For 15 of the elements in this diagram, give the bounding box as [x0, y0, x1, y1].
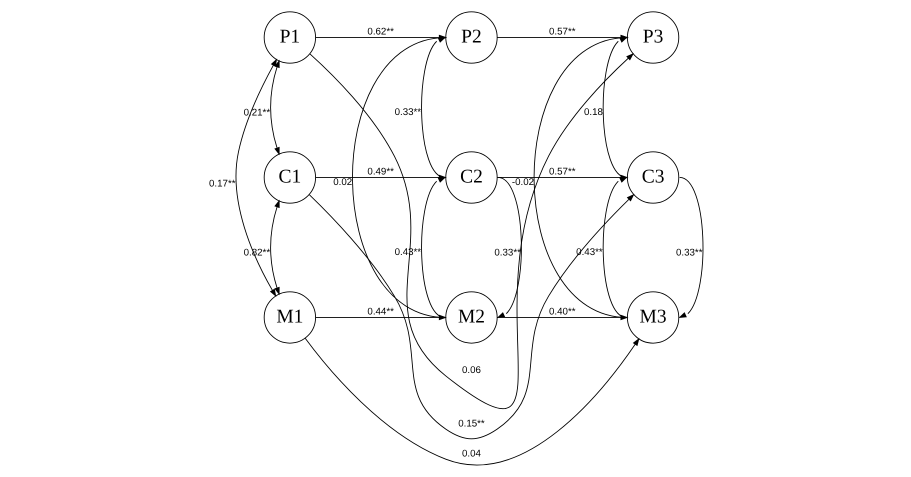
- edge-label: 0.49**: [366, 166, 394, 178]
- edge-label: 0.62**: [366, 26, 394, 38]
- edge-label: 0.04: [462, 448, 480, 460]
- edge-label: 0.33**: [394, 107, 421, 118]
- edge-label: 0.57**: [548, 166, 576, 178]
- edge-label: 0.57**: [548, 26, 576, 38]
- edge-label: 0.44**: [366, 306, 394, 318]
- edge-label: 0.06: [462, 365, 480, 376]
- edge-label: 0.02: [332, 176, 352, 188]
- edge-label: 0.33**: [675, 247, 702, 258]
- edge-label: 0.15**: [458, 418, 484, 430]
- edge-label: 0.40**: [548, 306, 576, 318]
- edge-label: 0.18: [583, 107, 602, 118]
- edge-label: -0.02: [511, 176, 534, 188]
- edge-label: 0.17**: [208, 178, 236, 190]
